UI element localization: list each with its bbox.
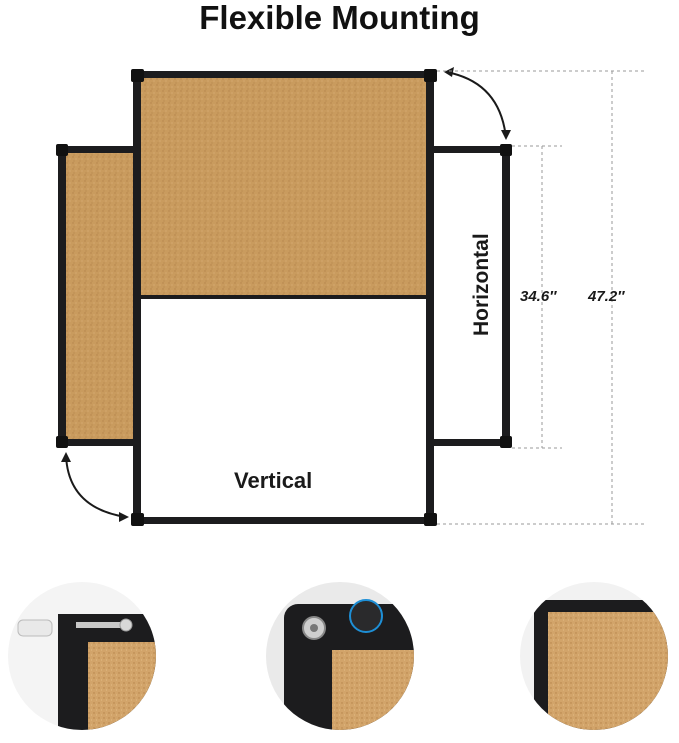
page-title: Flexible Mounting xyxy=(199,0,480,36)
corner-screw-icon xyxy=(266,582,414,730)
mounting-diagram xyxy=(56,67,645,526)
vertical-board xyxy=(131,69,437,526)
dimension-lines xyxy=(437,70,645,525)
dimension-long-label: 47.2″ xyxy=(588,288,625,305)
rotate-arrow-icon xyxy=(65,71,507,518)
cork-corner-icon xyxy=(520,582,668,730)
detail-nail-mount xyxy=(8,582,156,730)
nail-mount-icon xyxy=(8,582,156,730)
dimension-short-label: 34.6″ xyxy=(520,288,557,305)
vertical-label: Vertical xyxy=(234,468,313,493)
detail-cork-corner xyxy=(520,582,668,730)
detail-corner-screw xyxy=(266,582,414,730)
horizontal-label: Horizontal xyxy=(470,233,493,336)
